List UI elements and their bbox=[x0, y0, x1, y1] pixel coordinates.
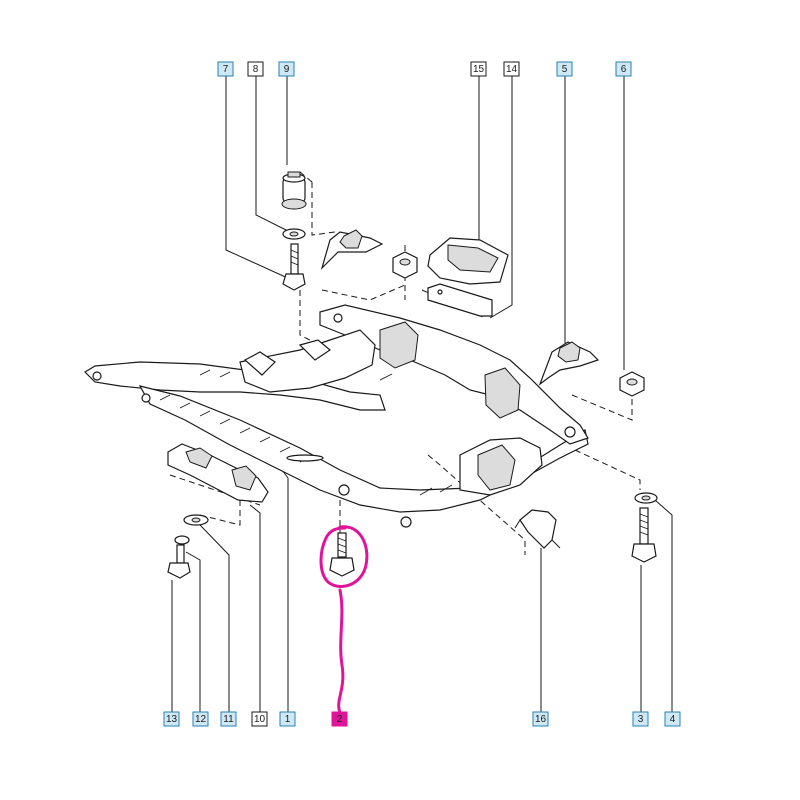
callout-number-15: 15 bbox=[473, 64, 485, 75]
washer-4 bbox=[634, 492, 658, 504]
bolt-2 bbox=[329, 532, 355, 577]
callout-number-5: 5 bbox=[562, 64, 568, 75]
callout-number-16: 16 bbox=[535, 714, 547, 725]
subframe bbox=[84, 304, 589, 528]
callout-box-8 bbox=[247, 61, 264, 77]
callout-number-3: 3 bbox=[638, 714, 644, 725]
callout-15: 15 bbox=[470, 61, 487, 77]
bolt-3 bbox=[631, 507, 657, 563]
callout-7: 7 bbox=[217, 61, 234, 77]
washer-11 bbox=[183, 514, 209, 526]
bracket-10 bbox=[167, 443, 269, 503]
callout-number-1: 1 bbox=[285, 714, 291, 725]
bolt-13 bbox=[167, 544, 191, 579]
callout-box-10 bbox=[251, 711, 268, 727]
callout-box-6 bbox=[615, 61, 632, 77]
washer-12 bbox=[174, 535, 190, 545]
callout-number-9: 9 bbox=[284, 64, 290, 75]
callout-number-12: 12 bbox=[195, 714, 207, 725]
callout-box-2 bbox=[331, 711, 348, 727]
highlight-annotation bbox=[319, 525, 369, 715]
callout-box-12 bbox=[192, 711, 209, 727]
highlight-circle bbox=[319, 525, 369, 588]
callout-box-4 bbox=[664, 711, 681, 727]
bolt-7 bbox=[282, 243, 306, 291]
callout-11: 11 bbox=[220, 711, 237, 727]
nut-6 bbox=[619, 371, 645, 397]
callout-number-14: 14 bbox=[506, 64, 518, 75]
callout-13: 13 bbox=[163, 711, 180, 727]
callout-box-16 bbox=[532, 711, 549, 727]
callout-8: 8 bbox=[247, 61, 264, 77]
callout-3: 3 bbox=[632, 711, 649, 727]
callout-number-2: 2 bbox=[337, 714, 343, 725]
plate-14 bbox=[427, 283, 493, 317]
callout-number-8: 8 bbox=[253, 64, 259, 75]
callout-2: 2 bbox=[331, 711, 348, 727]
callout-number-13: 13 bbox=[166, 714, 178, 725]
callout-box-14 bbox=[503, 61, 520, 77]
callout-16: 16 bbox=[532, 711, 549, 727]
callout-4: 4 bbox=[664, 711, 681, 727]
callout-number-10: 10 bbox=[254, 714, 266, 725]
callout-9: 9 bbox=[278, 61, 295, 77]
callout-1: 1 bbox=[279, 711, 296, 727]
callout-14: 14 bbox=[503, 61, 520, 77]
bracket-left-rear bbox=[320, 229, 384, 271]
callout-5: 5 bbox=[556, 61, 573, 77]
rubber-bush-9 bbox=[281, 171, 307, 210]
assembly-dashed-lines bbox=[169, 171, 641, 555]
highlight-stroke bbox=[337, 588, 345, 715]
callout-number-4: 4 bbox=[670, 714, 676, 725]
clip-16 bbox=[514, 509, 561, 549]
callout-number-7: 7 bbox=[223, 64, 229, 75]
callout-12: 12 bbox=[192, 711, 209, 727]
callout-box-9 bbox=[278, 61, 295, 77]
callout-6: 6 bbox=[615, 61, 632, 77]
callout-box-1 bbox=[279, 711, 296, 727]
nut-left-rear bbox=[392, 251, 418, 279]
callout-box-13 bbox=[163, 711, 180, 727]
callout-number-6: 6 bbox=[621, 64, 627, 75]
callout-number-11: 11 bbox=[223, 714, 234, 725]
pad-15 bbox=[427, 237, 509, 285]
bracket-5 bbox=[538, 341, 600, 386]
leader-lines bbox=[171, 76, 673, 712]
callout-10: 10 bbox=[251, 711, 268, 727]
callout-box-11 bbox=[220, 711, 237, 727]
callout-box-3 bbox=[632, 711, 649, 727]
callout-box-15 bbox=[470, 61, 487, 77]
washer-8 bbox=[282, 228, 306, 240]
callout-box-5 bbox=[556, 61, 573, 77]
callout-box-7 bbox=[217, 61, 234, 77]
